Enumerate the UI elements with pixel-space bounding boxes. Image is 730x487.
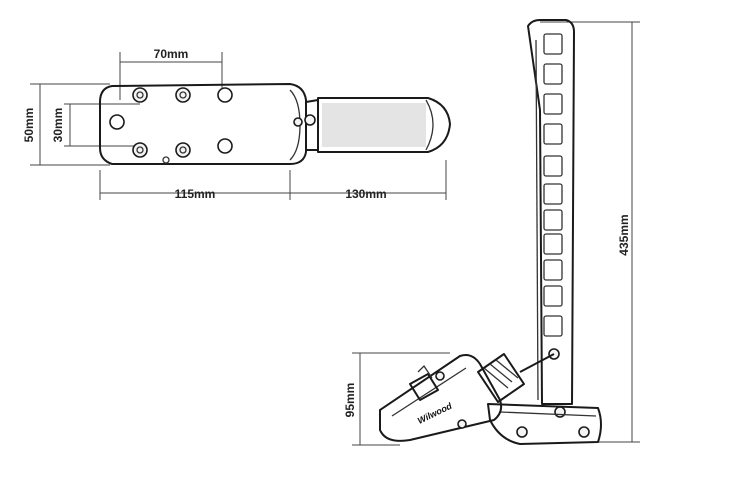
dim-label-30mm: 30mm: [51, 108, 65, 143]
dim-label-70mm: 70mm: [154, 47, 189, 61]
bolt-top-left: [132, 87, 148, 103]
bolt-bottom-mid: [175, 142, 191, 158]
rubber-boot: [477, 353, 555, 403]
top-view: 70mm 50mm 30mm: [22, 47, 451, 201]
dim-115mm: 115mm: [99, 170, 291, 201]
dim-30mm: 30mm: [51, 103, 140, 147]
mounting-plate: [99, 83, 307, 165]
dim-label-435mm: 435mm: [617, 214, 631, 255]
dim-435mm: 435mm: [540, 21, 640, 443]
bolt-top-mid: [175, 87, 191, 103]
mount-hole-bottom-right: [217, 138, 233, 154]
dim-95mm: 95mm: [343, 352, 450, 446]
dim-label-115mm: 115mm: [175, 187, 216, 201]
pivot-hole: [109, 114, 125, 130]
handbrake-lever: [527, 19, 575, 418]
dim-label-50mm: 50mm: [22, 108, 36, 143]
mount-hole-top-right: [217, 87, 233, 103]
brand-logo: Wilwood: [416, 401, 454, 426]
dim-70mm: 70mm: [119, 47, 223, 100]
lever-slots: [543, 33, 563, 337]
dim-130mm: 130mm: [290, 160, 447, 201]
master-cylinder: Wilwood: [379, 354, 503, 442]
dim-50mm: 50mm: [22, 83, 110, 166]
lever-base: [487, 403, 602, 445]
side-view: 435mm 95mm: [343, 19, 640, 446]
dim-label-95mm: 95mm: [343, 383, 357, 418]
dim-label-130mm: 130mm: [345, 187, 386, 201]
handle-grip: [293, 97, 451, 153]
bolt-bottom-left: [132, 142, 148, 158]
